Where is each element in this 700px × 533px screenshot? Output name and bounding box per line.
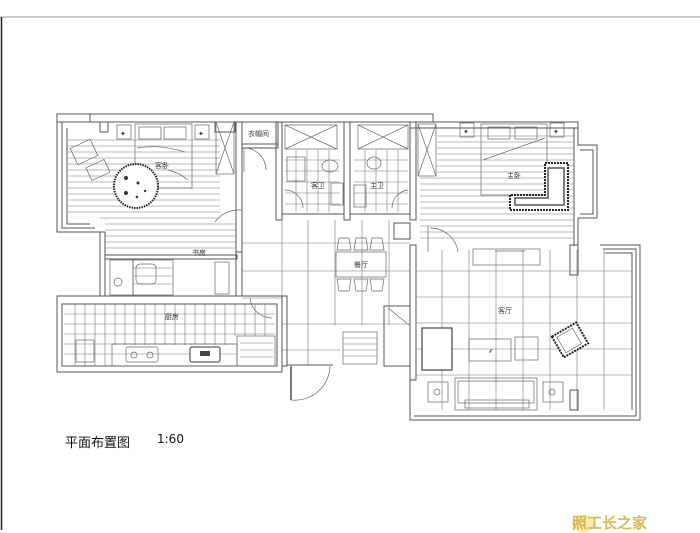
drawing-title: 平面布置图 xyxy=(65,436,131,451)
room-label-dining-room: 餐厅 xyxy=(354,260,368,269)
svg-text:✦: ✦ xyxy=(553,128,559,136)
room-label-cloakroom: 衣帽间 xyxy=(248,129,269,138)
room-label-guest-bedroom: 客卧 xyxy=(155,161,169,170)
room-label-study: 书房 xyxy=(192,248,206,257)
living-room: 客厅 ⸙ xyxy=(409,244,632,411)
cloakroom: 衣帽间 xyxy=(241,121,283,221)
room-label-living-room: 客厅 xyxy=(498,306,512,315)
kitchen: 厨房 xyxy=(64,297,276,367)
svg-text:⸙: ⸙ xyxy=(488,347,493,355)
room-label-master-bathroom: 主卫 xyxy=(370,181,384,190)
guest-bathroom: 客卫 xyxy=(281,121,345,215)
room-label-kitchen: 厨房 xyxy=(165,312,179,321)
master-bathroom: 主卫 xyxy=(343,121,411,221)
svg-text:✦: ✦ xyxy=(463,128,469,136)
dining-area: 餐厅 xyxy=(242,220,411,401)
drawing-scale: 1:60 xyxy=(157,432,184,446)
svg-text:✦: ✦ xyxy=(198,130,204,138)
svg-text:✦: ✦ xyxy=(120,130,126,138)
guest-bedroom: ✦ ✦ 客卧 xyxy=(68,121,243,253)
watermark-logo-icon xyxy=(572,515,594,533)
outer-walls xyxy=(56,113,641,421)
study: 书房 xyxy=(99,223,243,297)
room-label-guest-bathroom: 客卫 xyxy=(311,181,325,190)
watermark-text: 照工长之家 xyxy=(572,514,648,532)
master-bedroom: ✦ ✦ 主卧 xyxy=(409,121,574,253)
room-label-master-bedroom: 主卧 xyxy=(507,171,521,180)
